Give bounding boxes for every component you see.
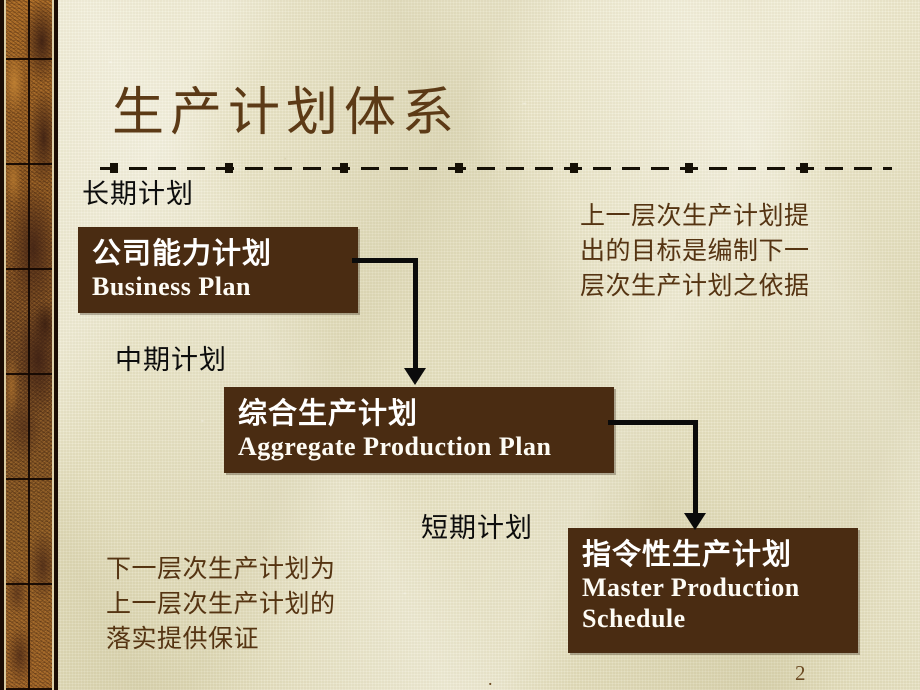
slide-title: 生产计划体系 [112, 83, 461, 143]
box-master-production-schedule[interactable]: 指令性生产计划 Master Production Schedule [568, 528, 858, 653]
title-divider [100, 163, 892, 173]
band-outer-right-border [54, 0, 58, 690]
band-inner-right-highlight [52, 0, 54, 690]
note-top-right: 上一层次生产计划提 出的目标是编制下一 层次生产计划之依据 [580, 201, 810, 300]
phase-label-long-term: 长期计划 [82, 179, 194, 210]
arrow-vertical-segment [413, 258, 418, 370]
box-business-plan-title-en: Business Plan [92, 272, 251, 301]
divider-square-markers [100, 163, 892, 173]
band-inner-left-highlight [4, 0, 6, 690]
arrowhead-down-icon [404, 368, 426, 385]
arrow-business-to-aggregate [352, 258, 432, 390]
band-outer-left-border [0, 0, 4, 690]
footer-dot: . [488, 669, 493, 689]
phase-label-medium-term: 中期计划 [115, 345, 227, 376]
arrow-horizontal-segment [352, 258, 418, 263]
arrow-aggregate-to-master [608, 420, 708, 534]
box-business-plan-title-cn: 公司能力计划 [92, 236, 273, 270]
box-master-title-en: Master Production Schedule [582, 573, 800, 633]
box-aggregate-title-en: Aggregate Production Plan [238, 432, 552, 461]
box-aggregate-title-cn: 综合生产计划 [238, 396, 419, 430]
box-master-title-cn: 指令性生产计划 [582, 537, 793, 571]
note-bottom-left: 下一层次生产计划为 上一层次生产计划的 落实提供保证 [106, 554, 336, 653]
page-number: 2 [795, 661, 806, 685]
box-business-plan[interactable]: 公司能力计划 Business Plan [78, 227, 358, 313]
left-decorative-band [0, 0, 58, 690]
band-grid-lines [6, 0, 52, 690]
arrowhead-down-icon [684, 513, 706, 530]
arrow-vertical-segment [693, 420, 698, 515]
box-aggregate-production-plan[interactable]: 综合生产计划 Aggregate Production Plan [224, 387, 614, 473]
arrow-horizontal-segment [608, 420, 698, 425]
phase-label-short-term: 短期计划 [421, 513, 533, 544]
